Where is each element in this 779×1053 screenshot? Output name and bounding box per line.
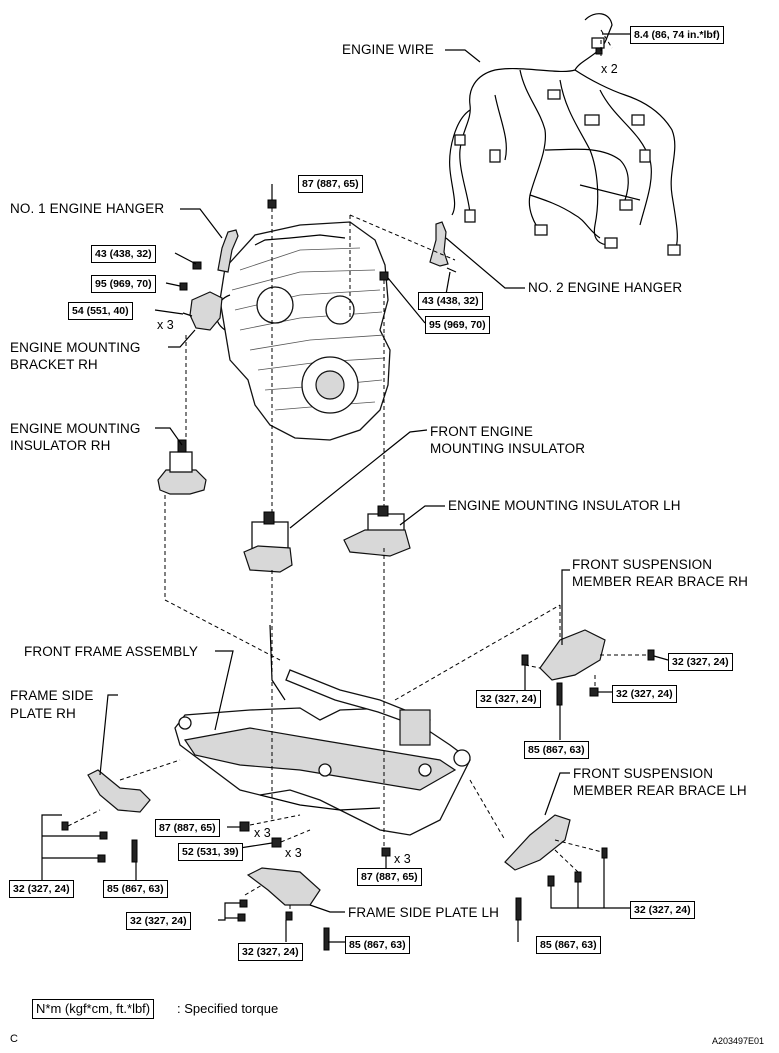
- torque-box-85-brace-lh: 85 (867, 63): [536, 936, 601, 954]
- engine-mounting-bracket-rh: [189, 291, 223, 331]
- torque-box-52: 52 (531, 39): [178, 843, 243, 861]
- label-engine-mounting-bracket-rh-line1: ENGINE MOUNTING: [10, 340, 141, 355]
- legend-unit-box: N*m (kgf*cm, ft.*lbf): [32, 999, 155, 1019]
- label-frame-side-plate-rh-line2: PLATE RH: [10, 706, 76, 721]
- figure-id: A203497E01: [712, 1036, 765, 1046]
- front-frame-assembly: [174, 624, 471, 836]
- label-front-suspension-member-rear-brace-rh-line2: MEMBER REAR BRACE RH: [572, 574, 749, 589]
- torque-box-87-top: 87 (887, 65): [298, 175, 363, 193]
- engine-assembly: [215, 221, 391, 441]
- torque-box-85-plate-lh: 85 (867, 63): [345, 936, 410, 954]
- label-frame-side-plate-rh-line1: FRAME SIDE: [10, 688, 94, 703]
- footer-letter: C: [10, 1033, 19, 1045]
- torque-box-85-plate-rh: 85 (867, 63): [103, 880, 168, 898]
- torque-box-95-right: 95 (969, 70): [425, 316, 490, 334]
- torque-box-95-left: 95 (969, 70): [91, 275, 156, 293]
- label-frame-side-plate-lh: FRAME SIDE PLATE LH: [348, 905, 499, 920]
- torque-box-32-plate-rh: 32 (327, 24): [9, 880, 74, 898]
- engine-wire-harness: [449, 13, 681, 256]
- engine-mounting-insulator-rh: [157, 439, 207, 495]
- multiplier-wire: x 2: [601, 62, 618, 76]
- label-front-engine-mounting-insulator-line2: MOUNTING INSULATOR: [430, 441, 586, 456]
- torque-box-32-brace-rh-lower: 32 (327, 24): [612, 685, 677, 703]
- torque-box-wire-bolt: 8.4 (86, 74 in.*lbf): [630, 26, 724, 44]
- torque-box-85-brace-rh: 85 (867, 63): [524, 741, 589, 759]
- label-engine-mounting-insulator-lh: ENGINE MOUNTING INSULATOR LH: [448, 498, 681, 513]
- label-no1-engine-hanger: NO. 1 ENGINE HANGER: [10, 201, 165, 216]
- multiplier-bracket: x 3: [157, 318, 174, 332]
- no1-engine-hanger: [217, 229, 239, 273]
- multiplier-87-mid: x 3: [254, 826, 271, 840]
- label-engine-mounting-bracket-rh-line2: BRACKET RH: [10, 357, 98, 372]
- torque-box-32-brace-lh: 32 (327, 24): [630, 901, 695, 919]
- leader-lines: [41, 33, 669, 943]
- label-engine-wire: ENGINE WIRE: [342, 42, 434, 57]
- label-front-frame-assembly: FRONT FRAME ASSEMBLY: [24, 644, 199, 659]
- no2-engine-hanger: [429, 221, 449, 267]
- label-no2-engine-hanger: NO. 2 ENGINE HANGER: [528, 280, 683, 295]
- frame-side-plate-lh: [237, 867, 330, 951]
- multiplier-52: x 3: [285, 846, 302, 860]
- front-suspension-member-rear-brace-rh: [521, 629, 655, 706]
- torque-box-32-plate-lh-a: 32 (327, 24): [126, 912, 191, 930]
- label-front-suspension-member-rear-brace-rh-line1: FRONT SUSPENSION: [572, 557, 713, 572]
- torque-box-43-right: 43 (438, 32): [418, 292, 483, 310]
- engine-mounting-insulator-lh: [343, 505, 411, 557]
- torque-box-32-plate-lh-b: 32 (327, 24): [238, 943, 303, 961]
- assembly-lines: [67, 29, 648, 912]
- torque-box-54: 54 (551, 40): [68, 302, 133, 320]
- label-engine-mounting-insulator-rh-line1: ENGINE MOUNTING: [10, 421, 141, 436]
- label-front-engine-mounting-insulator-line1: FRONT ENGINE: [430, 424, 533, 439]
- label-engine-mounting-insulator-rh-line2: INSULATOR RH: [10, 438, 111, 453]
- front-suspension-member-rear-brace-lh: [504, 814, 608, 921]
- label-front-suspension-member-rear-brace-lh-line2: MEMBER REAR BRACE LH: [573, 783, 747, 798]
- torque-box-32-brace-rh-left: 32 (327, 24): [476, 690, 541, 708]
- torque-box-43-left: 43 (438, 32): [91, 245, 156, 263]
- label-front-suspension-member-rear-brace-lh-line1: FRONT SUSPENSION: [573, 766, 714, 781]
- front-engine-mounting-insulator: [243, 511, 293, 573]
- legend-text: : Specified torque: [177, 1001, 279, 1016]
- torque-box-32-brace-rh-right: 32 (327, 24): [668, 653, 733, 671]
- frame-side-plate-rh: [61, 769, 151, 863]
- torque-box-87-mid: 87 (887, 65): [155, 819, 220, 837]
- multiplier-87-lower: x 3: [394, 852, 411, 866]
- torque-box-87-lower: 87 (887, 65): [357, 868, 422, 886]
